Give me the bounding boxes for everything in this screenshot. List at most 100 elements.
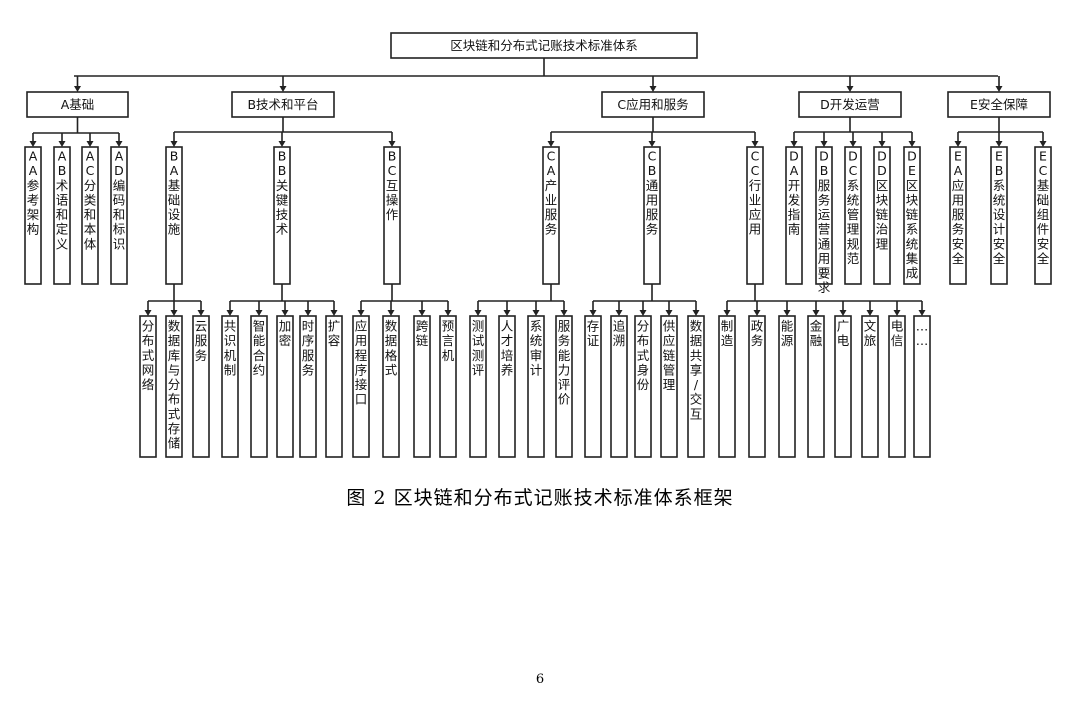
- item-box: 制造: [718, 315, 736, 458]
- box-label-vertical: 存证: [587, 319, 600, 349]
- box-label-vertical: 测试测评: [472, 319, 485, 378]
- item-box: 追溯: [610, 315, 628, 458]
- arrow-head: [649, 86, 657, 92]
- arrow-head: [532, 310, 540, 316]
- box-label-vertical: 服务能力评价: [558, 319, 571, 407]
- item-box: 供应链管理: [660, 315, 678, 458]
- box-label-vertical: 供应链管理: [663, 319, 676, 393]
- item-box: 能源: [778, 315, 796, 458]
- box-label: 区块链和分布式记账技术标准体系: [450, 38, 638, 53]
- category-box-2: B技术和平台: [231, 91, 335, 118]
- arrow-head: [418, 310, 426, 316]
- arrow-head: [820, 141, 828, 147]
- box-label: D开发运营: [820, 97, 880, 112]
- item-box: 分布式网络: [139, 315, 157, 458]
- item-box: 数据库与分布式存储: [165, 315, 183, 458]
- box-label-vertical: 政务: [751, 319, 764, 349]
- item-box: 加密: [276, 315, 294, 458]
- arrow-head: [954, 141, 962, 147]
- arrow-head: [503, 310, 511, 316]
- arrow-head: [918, 310, 926, 316]
- box-label-vertical: 分布式身份: [637, 319, 650, 393]
- item-box: 分布式身份: [634, 315, 652, 458]
- arrow-head: [357, 310, 365, 316]
- item-box: 预言机: [439, 315, 457, 458]
- box-label-vertical: 系统审计: [530, 319, 543, 378]
- item-box: 跨链: [413, 315, 431, 458]
- arrow-head: [170, 141, 178, 147]
- root-box: 区块链和分布式记账技术标准体系: [390, 32, 698, 59]
- item-box: 系统审计: [527, 315, 545, 458]
- box-label-vertical: 金融: [810, 319, 823, 349]
- arrow-head: [846, 86, 854, 92]
- box-label: C应用和服务: [617, 97, 688, 112]
- item-box: 广电: [834, 315, 852, 458]
- arrow-head: [444, 310, 452, 316]
- box-label-vertical: 人才培养: [501, 319, 514, 378]
- box-label-vertical: 制造: [721, 319, 734, 349]
- category-box-3: C应用和服务: [601, 91, 705, 118]
- arrow-head: [812, 310, 820, 316]
- arrow-head: [226, 310, 234, 316]
- box-label-vertical: 数据共享/交互: [690, 319, 703, 422]
- item-box: 文旅: [861, 315, 879, 458]
- item-box: 数据格式: [382, 315, 400, 458]
- item-box: 数据共享/交互: [687, 315, 705, 458]
- box-label-vertical: 文旅: [864, 319, 877, 349]
- box-label-vertical: ……: [916, 319, 929, 349]
- arrow-head: [751, 141, 759, 147]
- item-box: 测试测评: [469, 315, 487, 458]
- box-label-vertical: 广电: [837, 319, 850, 349]
- arrow-head: [995, 86, 1003, 92]
- arrow-head: [330, 310, 338, 316]
- arrow-head: [839, 310, 847, 316]
- arrow-head: [1039, 141, 1047, 147]
- arrow-head: [849, 141, 857, 147]
- box-label-vertical: 扩容: [328, 319, 341, 349]
- item-box: 共识机制: [221, 315, 239, 458]
- box-label: E安全保障: [970, 97, 1028, 112]
- arrow-head: [387, 310, 395, 316]
- arrow-head: [639, 310, 647, 316]
- arrow-head: [665, 310, 673, 316]
- arrow-head: [255, 310, 263, 316]
- category-box-4: D开发运营: [798, 91, 902, 118]
- arrow-head: [783, 310, 791, 316]
- figure-caption: 图 2 区块链和分布式记账技术标准体系框架: [346, 487, 734, 509]
- box-label-vertical: 智能合约: [253, 319, 266, 378]
- item-box: 扩容: [325, 315, 343, 458]
- arrow-head: [388, 141, 396, 147]
- arrow-head: [790, 141, 798, 147]
- arrow-head: [878, 141, 886, 147]
- item-box: 智能合约: [250, 315, 268, 458]
- item-box: 云服务: [192, 315, 210, 458]
- box-label-vertical: 数据库与分布式存储: [168, 319, 181, 451]
- arrow-head: [589, 310, 597, 316]
- arrow-head: [560, 310, 568, 316]
- arrow-head: [547, 141, 555, 147]
- arrow-head: [908, 141, 916, 147]
- item-box: 应用程序接口: [352, 315, 370, 458]
- box-label-vertical: 加密: [279, 319, 292, 349]
- arrow-head: [753, 310, 761, 316]
- item-box: 人才培养: [498, 315, 516, 458]
- arrow-head: [995, 141, 1003, 147]
- arrow-head: [615, 310, 623, 316]
- arrow-head: [648, 141, 656, 147]
- arrow-head: [29, 141, 37, 147]
